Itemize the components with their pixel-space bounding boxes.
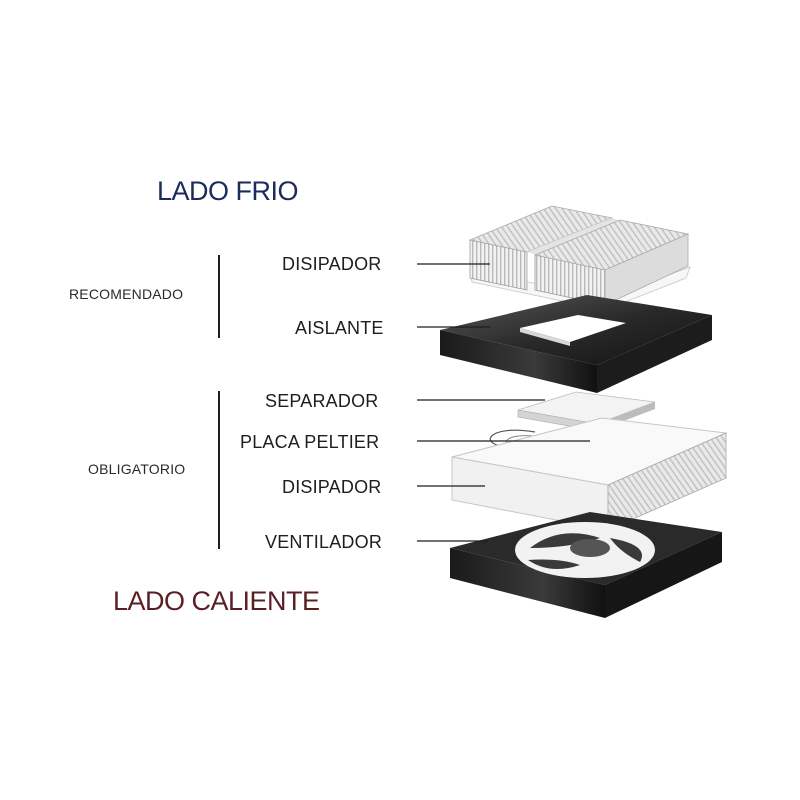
group-label-recommended: RECOMENDADO <box>69 286 184 302</box>
layer-label-hot-heatsink: DISIPADOR <box>282 477 382 497</box>
bracket-recommended <box>218 255 220 338</box>
group-label-mandatory: OBLIGATORIO <box>88 461 186 477</box>
cold-heatsink-shape <box>468 205 691 311</box>
leader-lines <box>417 263 590 542</box>
layer-label-cold-heatsink: DISIPADOR <box>282 254 382 274</box>
insulator-shape <box>440 295 712 393</box>
fan-shape <box>450 512 722 618</box>
layer-label-peltier-plate: PLACA PELTIER <box>240 432 380 452</box>
layer-label-insulator: AISLANTE <box>295 318 384 338</box>
hot-heatsink-shape <box>451 417 728 531</box>
layer-label-fan: VENTILADOR <box>265 532 383 552</box>
bracket-mandatory <box>218 391 220 549</box>
cold-side-title: LADO FRIO <box>157 176 299 206</box>
layer-label-spacer: SEPARADOR <box>265 391 379 411</box>
hot-side-title: LADO CALIENTE <box>113 586 320 616</box>
